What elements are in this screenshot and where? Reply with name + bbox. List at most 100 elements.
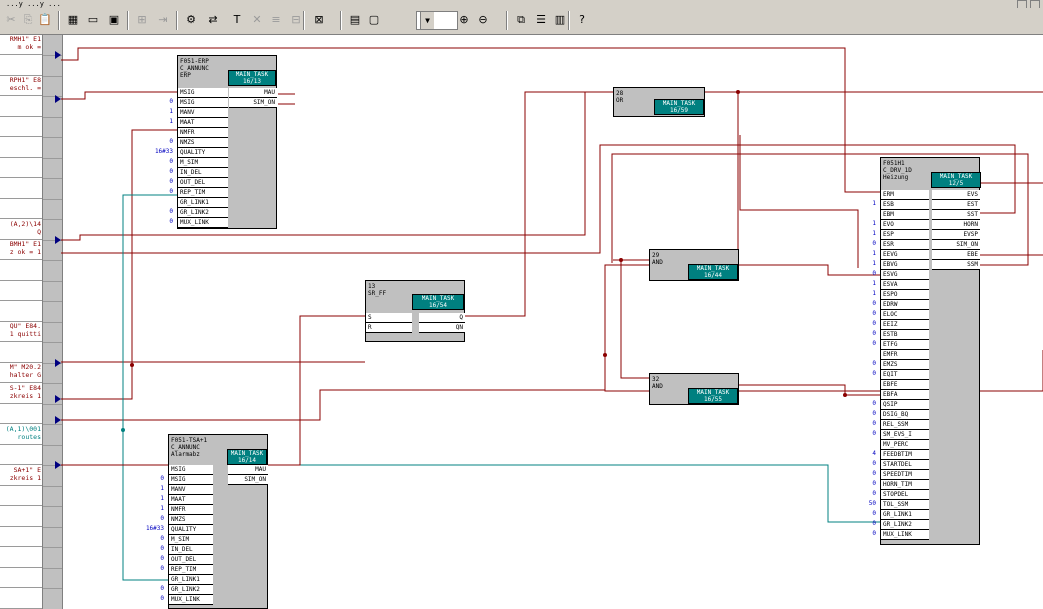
input-value[interactable]: 0 [872, 370, 876, 377]
sheet-bar-cell[interactable] [0, 138, 42, 158]
cfc-chart-canvas[interactable]: RMH1" E1 m ok =RPH1" E8 eschl. =(A,2)\14… [0, 35, 1043, 609]
input-pin[interactable]: ESB [881, 200, 929, 210]
input-pin[interactable]: GR_LINK2 [178, 208, 228, 218]
input-value[interactable]: 4 [872, 450, 876, 457]
output-pin[interactable]: SST [932, 210, 980, 220]
sheet-connector-icon[interactable] [55, 236, 61, 244]
wire[interactable] [465, 91, 613, 317]
wire[interactable] [61, 91, 177, 100]
input-pin[interactable]: FEEDBTIM [881, 450, 929, 460]
sheet-bar-cell[interactable] [0, 302, 42, 322]
input-pin[interactable]: ESR [881, 240, 929, 250]
sheet-bar-cell[interactable] [0, 343, 42, 363]
input-value[interactable]: 0 [872, 340, 876, 347]
sheet-overview-button[interactable]: ▢ [368, 13, 380, 26]
copy-button[interactable]: ⎘ [23, 13, 33, 26]
input-value[interactable]: 1 [872, 250, 876, 257]
wire[interactable] [611, 153, 1029, 266]
sheet-bar-cell[interactable]: BMH1" E1 z ok = 1 [0, 240, 42, 260]
wire[interactable] [61, 264, 649, 421]
sheet-bar-cell[interactable]: M" M20.2 halter G [0, 363, 42, 383]
input-value[interactable]: 0 [160, 555, 164, 562]
sheet-bar-cell[interactable] [0, 548, 42, 568]
window-tile-h-button[interactable]: ☰ [536, 13, 546, 26]
input-value[interactable]: 1 [169, 118, 173, 125]
sheet-bar-cell[interactable]: (A,1)\001 routes [0, 425, 42, 445]
sheet-bar-cell[interactable] [0, 56, 42, 76]
input-pin[interactable]: GR_LINK1 [881, 510, 929, 520]
input-pin[interactable]: MSIG [178, 88, 228, 98]
wire[interactable] [268, 315, 365, 466]
input-pin[interactable]: NMZS [178, 138, 228, 148]
input-pin[interactable]: MUX_LINK [178, 218, 228, 228]
input-pin[interactable]: GR_LINK2 [169, 585, 213, 595]
input-value[interactable]: 0 [872, 320, 876, 327]
input-pin[interactable]: S [366, 313, 412, 323]
input-value[interactable]: 0 [160, 565, 164, 572]
input-value[interactable]: 0 [872, 410, 876, 417]
sheet-bar-cell[interactable] [0, 445, 42, 465]
input-value[interactable]: 1 [160, 495, 164, 502]
input-pin[interactable]: MAAT [169, 495, 213, 505]
sheet-bar-cell[interactable] [0, 568, 42, 588]
output-pin[interactable]: Q [419, 313, 465, 323]
input-pin[interactable]: EMFR [881, 350, 929, 360]
input-value[interactable]: 0 [872, 430, 876, 437]
input-value[interactable]: 0 [872, 510, 876, 517]
text-button[interactable]: T [233, 13, 241, 26]
input-pin[interactable]: MUX_LINK [169, 595, 213, 605]
input-pin[interactable]: DSIG_BQ [881, 410, 929, 420]
input-pin[interactable]: REL_SSM [881, 420, 929, 430]
input-pin[interactable]: M_SIM [169, 535, 213, 545]
input-value[interactable]: 0 [872, 300, 876, 307]
sheet-view-button[interactable]: ▭ [87, 13, 99, 26]
table-view-button[interactable]: ▤ [349, 13, 361, 26]
sheet-bar-cell[interactable] [0, 486, 42, 506]
output-pin[interactable]: SIM_ON [228, 475, 268, 485]
sheet-bar-cell[interactable] [0, 117, 42, 137]
input-value[interactable]: 0 [872, 330, 876, 337]
input-pin[interactable]: ELOC [881, 310, 929, 320]
input-value[interactable]: 0 [169, 168, 173, 175]
sheet-bar-cell[interactable]: S-1" E84 zkreis 1 [0, 384, 42, 404]
cut-button[interactable]: ✂ [6, 13, 16, 26]
input-pin[interactable]: SPEEDTIM [881, 470, 929, 480]
input-pin[interactable]: QUALITY [178, 148, 228, 158]
input-pin[interactable]: HORN_TIM [881, 480, 929, 490]
input-value[interactable]: 1 [160, 485, 164, 492]
input-pin[interactable]: SM_EVS_I [881, 430, 929, 440]
sheet-connector-icon[interactable] [55, 95, 61, 103]
output-pin[interactable]: SIM_ON [932, 240, 980, 250]
input-pin[interactable]: EMZS [881, 360, 929, 370]
input-pin[interactable]: QSIP [881, 400, 929, 410]
sheet-connector-icon[interactable] [55, 461, 61, 469]
input-value[interactable]: 0 [872, 480, 876, 487]
wire[interactable] [61, 144, 1016, 254]
input-pin[interactable]: EEIZ [881, 320, 929, 330]
test-mode-button[interactable]: ⊠ [314, 13, 324, 26]
input-pin[interactable]: MV_PERC [881, 440, 929, 450]
input-value[interactable]: 0 [872, 360, 876, 367]
input-pin[interactable]: EEVG [881, 250, 929, 260]
input-pin[interactable]: MSIG [178, 98, 228, 108]
input-value[interactable]: 0 [872, 270, 876, 277]
sheet-bar-cell[interactable]: RMH1" E1 m ok = [0, 35, 42, 55]
input-value[interactable]: 0 [872, 240, 876, 247]
input-pin[interactable]: REP_TIM [178, 188, 228, 198]
sheet-bar-cell[interactable]: (A,2)\14 Q [0, 220, 42, 240]
input-value[interactable]: 0 [872, 470, 876, 477]
zoom-select[interactable]: 1 ▼ [416, 11, 458, 30]
input-pin[interactable]: ESVG [881, 270, 929, 280]
sheet-bar-cell[interactable] [0, 199, 42, 219]
wire[interactable] [739, 135, 859, 268]
goto-sheet-button[interactable]: ⇥ [158, 13, 168, 26]
input-pin[interactable]: EBFA [881, 390, 929, 400]
input-pin[interactable]: R [366, 323, 412, 333]
input-pin[interactable]: ETFG [881, 340, 929, 350]
wire[interactable] [61, 464, 880, 523]
input-pin[interactable]: IN_DEL [169, 545, 213, 555]
input-value[interactable]: 0 [169, 188, 173, 195]
input-pin[interactable]: OUT_DEL [169, 555, 213, 565]
